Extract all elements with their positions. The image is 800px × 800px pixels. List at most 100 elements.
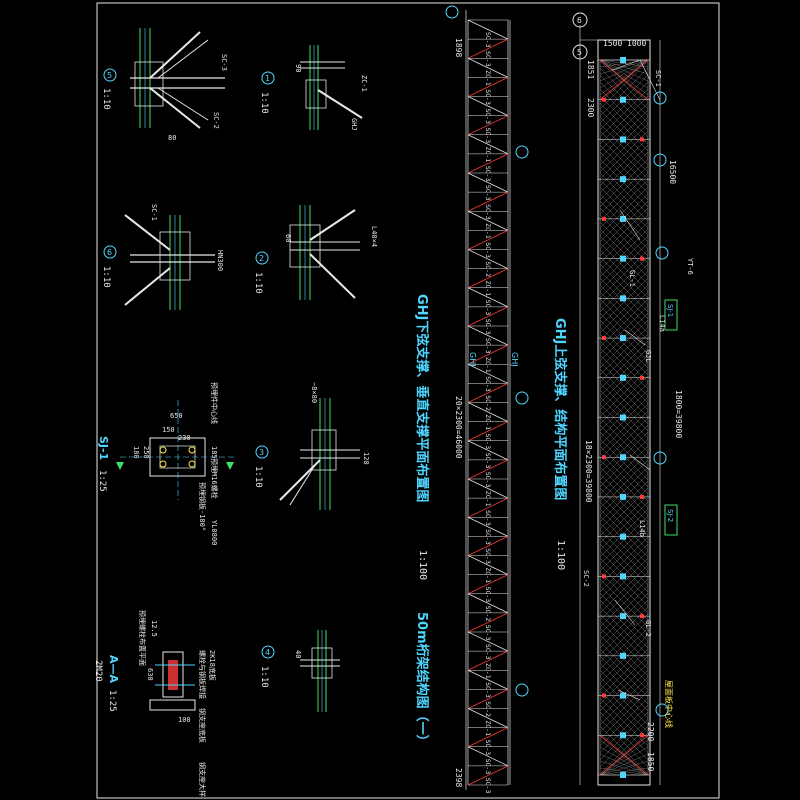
detail-4: 4 1:10 40	[259, 630, 340, 712]
member-label: SC-2	[484, 701, 492, 717]
lower-plan-bays	[467, 19, 509, 786]
member-label: ZC-1	[484, 280, 492, 296]
sj1-detail: SJ-1 1:25 650 150 230 180 250 185 预埋件中心线…	[97, 382, 235, 545]
lower-plan-member-labels: SC-3SC-3ZC-1SC-3SC-3SC-3ZC-1SC-3SC-3SC-3…	[484, 32, 492, 794]
upper-label-sj1: SJ-1	[666, 304, 674, 317]
upper-label-yt6: YT-6	[686, 258, 694, 275]
member-label: SC-3	[484, 433, 492, 449]
detail-6-label-2: HN300	[216, 250, 224, 271]
member-label: SC-2	[484, 395, 492, 411]
detail-6-scale: 1:10	[101, 266, 111, 288]
detail-5-num: 5	[107, 71, 112, 80]
upper-plan-title: GHJ上弦支撑、结构平面布置图	[552, 318, 568, 500]
member-label: ZC-1	[484, 223, 492, 239]
sj1-note-3: 预埋钢板-100°	[198, 482, 207, 531]
upper-dim-1: 1851	[586, 60, 595, 79]
lower-end-dim-top: 1898	[454, 38, 463, 57]
member-label: SC-3	[484, 625, 492, 641]
member-label: ZC-1	[484, 147, 492, 163]
detail-3-num: 3	[259, 448, 264, 457]
member-label: SC-3	[484, 586, 492, 602]
section-aa-scale: 1:25	[107, 690, 117, 712]
lower-plan-title: GHJ下弦支撑、垂直支撑平面布置图	[414, 294, 430, 502]
sj1-note-2: 预埋M16螺栓	[210, 458, 219, 499]
axis-number-6: 6	[577, 16, 582, 25]
member-label: SC-3	[484, 739, 492, 755]
detail-2-num: 2	[259, 254, 264, 263]
section-aa: A—A 1:25 2M20 12.5 630 100 螺栓与钢板焊接 2K18底…	[93, 610, 217, 797]
upper-label-gl1: GL-1	[628, 270, 636, 287]
member-label: SC-2	[484, 606, 492, 622]
section-aa-note-4: 预埋螺栓布置平面	[138, 610, 147, 666]
detail-4-scale: 1:10	[259, 666, 269, 688]
lower-span-dim: 20×2300=46000	[454, 396, 463, 459]
section-aa-dim-2: 630	[146, 668, 154, 681]
detail-5-label-2: SC-2	[212, 112, 220, 129]
upper-dim-3: 16500	[668, 160, 677, 184]
member-label: SC-3	[484, 453, 492, 469]
member-label: SC-3	[484, 204, 492, 220]
lower-plan-scale: 1:100	[417, 550, 428, 580]
detail-3-label: −8×80	[310, 382, 318, 403]
member-label: SC-3	[484, 108, 492, 124]
detail-5-dim: 80	[168, 134, 176, 142]
upper-dim-end-2: 1850	[646, 752, 655, 771]
upper-label-gl2: GL-2	[644, 620, 652, 637]
member-label: SC-3	[484, 644, 492, 660]
sj1-scale: 1:25	[97, 470, 107, 492]
axis-number-5: 5	[577, 48, 582, 57]
upper-label-gjl: GJL	[644, 350, 652, 363]
upper-dim-2: 2300	[586, 98, 595, 117]
detail-6: 6 1:10 SC-1 HN300	[101, 204, 224, 310]
detail-5: 5 1:10 SC-3 SC-2 80	[101, 28, 228, 142]
section-aa-note-1: 螺栓与钢板焊接	[198, 650, 207, 699]
detail-1-num: 1	[265, 74, 270, 83]
sj1-dim-3: 230	[178, 434, 191, 442]
upper-dim-top-1: 1500	[603, 39, 622, 48]
detail-4-dim: 40	[294, 650, 302, 658]
sj1-note-4: YL0800	[210, 520, 218, 545]
sj1-dim-1: 650	[170, 412, 183, 420]
axis-bubble-5	[572, 44, 588, 60]
detail-1-label-2: GHJ	[350, 118, 358, 131]
member-label: SC-3	[484, 185, 492, 201]
member-label: SC-3	[484, 300, 492, 316]
section-aa-note-3: 钢支座底板	[198, 708, 207, 743]
section-aa-note-2: 2K18底板	[208, 650, 217, 681]
sj1-dim-2: 150	[162, 426, 175, 434]
detail-3-dim: 120	[362, 452, 370, 465]
detail-5-scale: 1:10	[101, 88, 111, 110]
member-label: SC-3	[484, 682, 492, 698]
lower-chord-plan: SC-3SC-3ZC-1SC-3SC-3SC-3ZC-1SC-3SC-3SC-3…	[414, 5, 529, 794]
member-label: SC-2	[484, 261, 492, 277]
member-label: SC-3	[484, 529, 492, 545]
member-label: SC-3	[484, 510, 492, 526]
sheet-title: 50m桁架结构图（一）	[414, 612, 430, 748]
detail-1-label: ZC-1	[360, 75, 368, 92]
detail-5-label: SC-3	[220, 54, 228, 71]
upper-span-dim-2: 1800=39800	[674, 390, 683, 438]
member-label: SC-3	[484, 51, 492, 67]
detail-1: 1 1:10 ZC-1 GHJ 90	[259, 45, 368, 131]
detail-2-label: L40×4	[370, 226, 378, 247]
member-label: ZC-1	[484, 663, 492, 679]
sj1-dim-6: 185	[210, 446, 218, 459]
member-label: SC-3	[484, 778, 492, 794]
member-label: ZC-1	[484, 357, 492, 373]
detail-1-scale: 1:10	[259, 92, 269, 114]
section-aa-title: A—A	[107, 655, 120, 684]
detail-2-dim: 60	[284, 234, 292, 242]
member-label: ZC-1	[484, 70, 492, 86]
upper-chord-plan: 1851 2300 16500 18×2300=39800 1800=39800…	[552, 12, 694, 786]
section-aa-note-5: 钢支座大样	[198, 762, 207, 797]
upper-label-sc2: SC-2	[582, 570, 590, 587]
upper-span-dim: 18×2300=39800	[584, 440, 593, 503]
member-label: SC-3	[484, 89, 492, 105]
section-aa-bottom-label: 2M20	[93, 660, 103, 682]
member-label: ZC-1	[484, 720, 492, 736]
upper-dim-end-1: 2200	[646, 722, 655, 741]
detail-6-label: SC-1	[150, 204, 158, 221]
section-aa-dim-1: 12.5	[150, 620, 158, 637]
sj1-note-1: 预埋件中心线	[210, 382, 219, 424]
